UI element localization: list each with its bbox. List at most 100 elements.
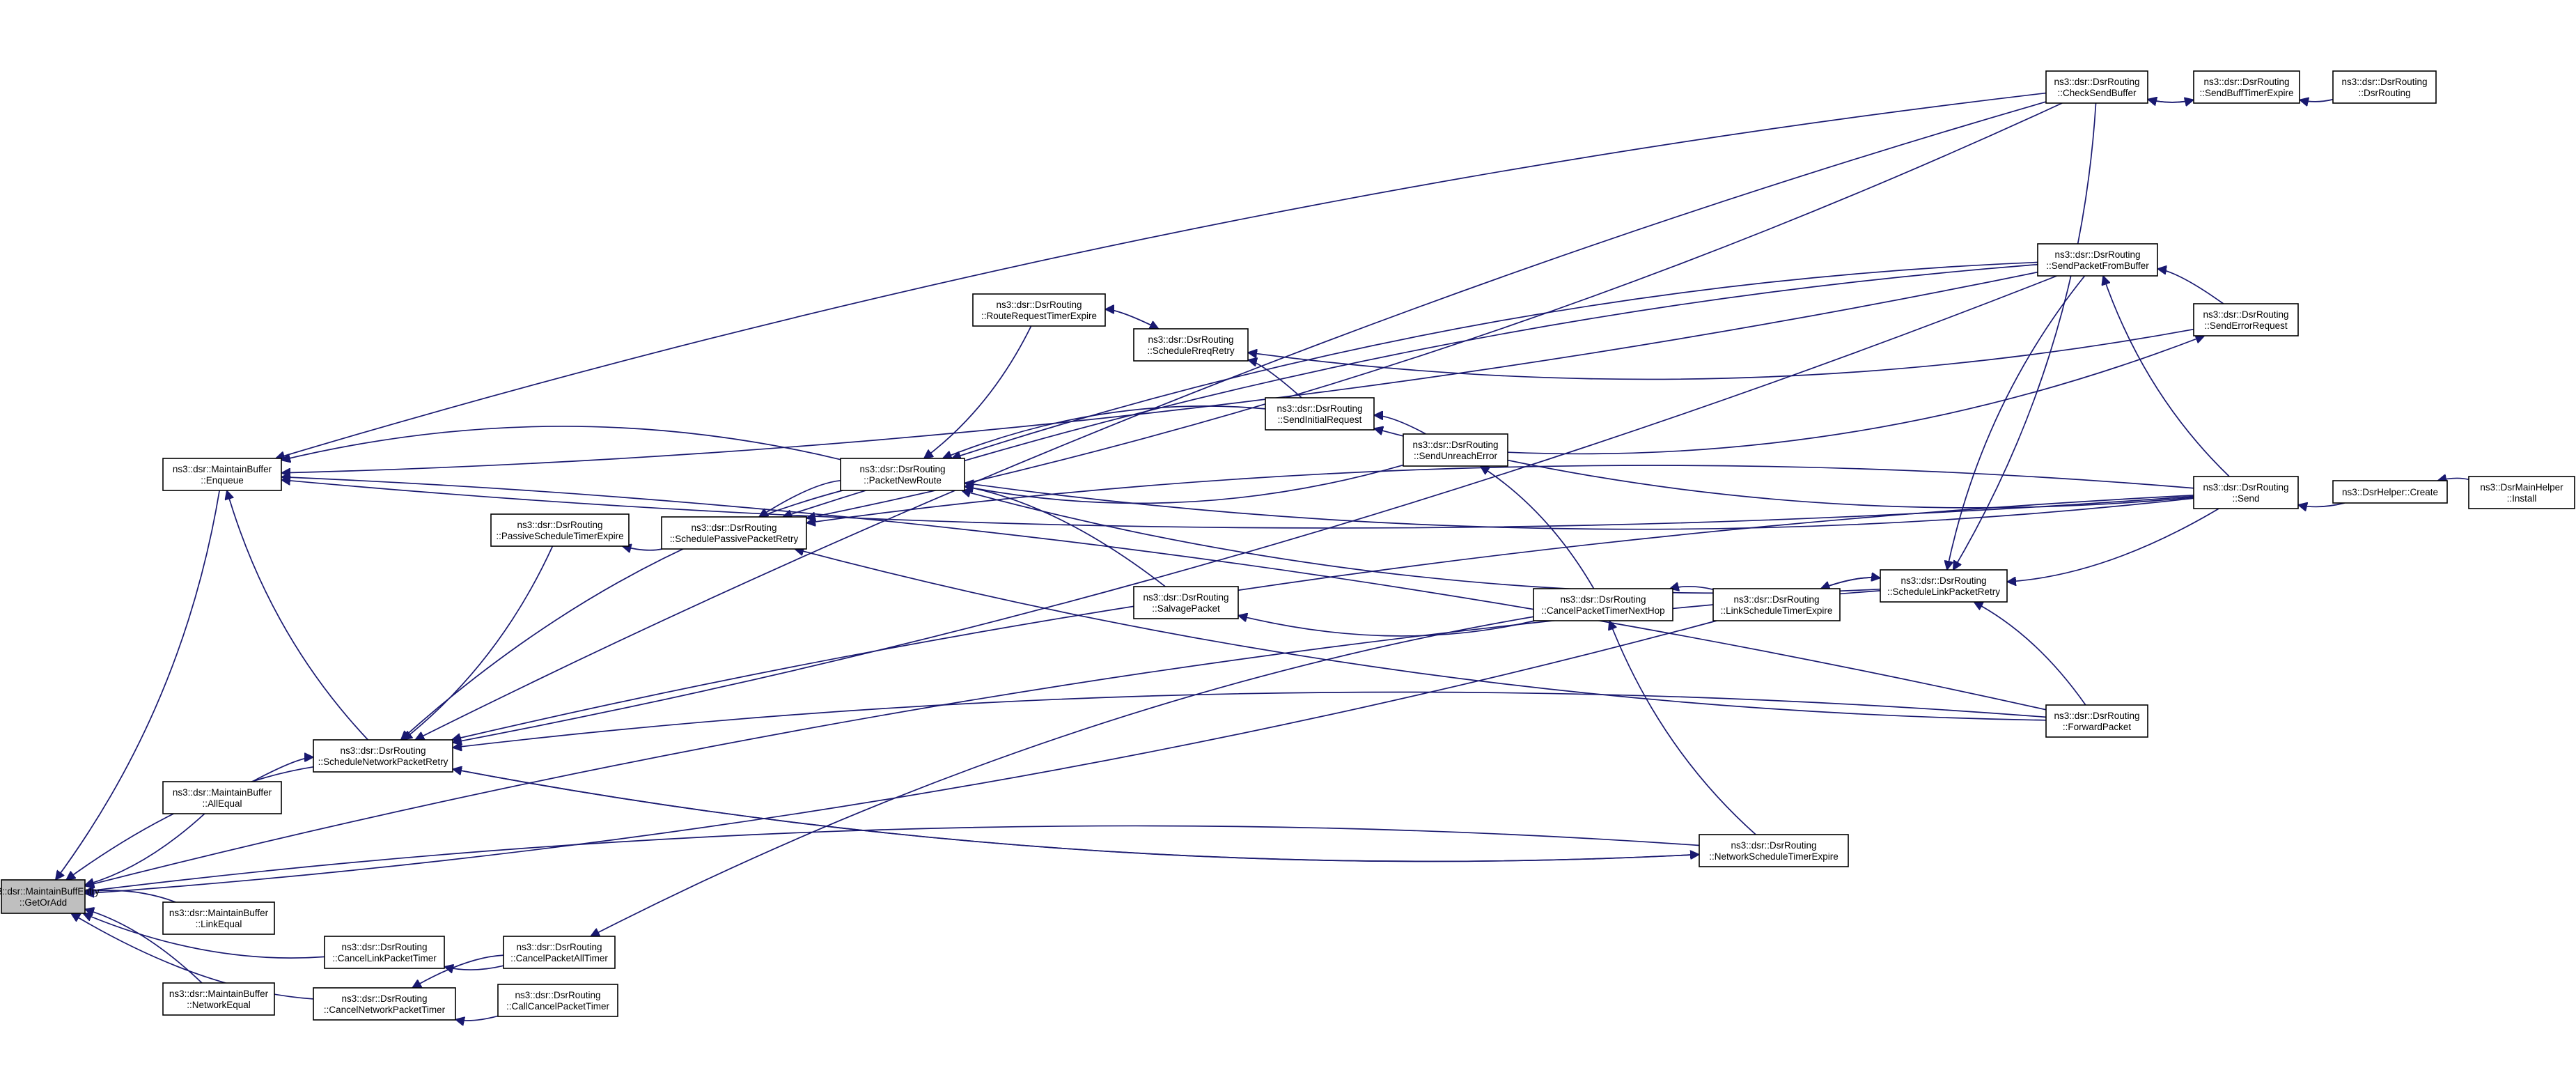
edge-packetnewroute-to-enqueue: [281, 426, 841, 460]
node-label-schedpassive-2: ::SchedulePassivePacketRetry: [670, 534, 799, 544]
node-box-senderror: [2193, 303, 2299, 336]
node-label-cancelnexthop-2: ::CancelPacketTimerNextHop: [1541, 605, 1664, 616]
node-schedpassive[interactable]: ns3::dsr::DsrRouting::SchedulePassivePac…: [661, 516, 807, 550]
node-box-schedpassive: [661, 516, 807, 550]
edge-cancelall-to-cancellink: [444, 966, 504, 970]
node-sendunreach[interactable]: ns3::dsr::DsrRouting::SendUnreachError: [1403, 433, 1508, 467]
node-label-schedpassive-1: ns3::dsr::DsrRouting: [691, 522, 776, 533]
node-label-networkequal-2: ::NetworkEqual: [187, 1000, 251, 1010]
edge-allequal-to-getoradd: [85, 813, 205, 885]
node-label-schedlinkretry-1: ns3::dsr::DsrRouting: [1900, 575, 1986, 586]
node-label-dsrrouting-1: ns3::dsr::DsrRouting: [2341, 77, 2427, 87]
node-allequal[interactable]: ns3::dsr::MaintainBuffer::AllEqual: [162, 781, 282, 814]
node-box-helpercreate: [2332, 480, 2448, 504]
node-cancelnet[interactable]: ns3::dsr::DsrRouting::CancelNetworkPacke…: [313, 987, 456, 1021]
node-label-forward-2: ::ForwardPacket: [2063, 722, 2132, 732]
node-forward[interactable]: ns3::dsr::DsrRouting::ForwardPacket: [2045, 704, 2148, 738]
node-label-enqueue-2: ::Enqueue: [201, 475, 244, 486]
node-box-dsrrouting: [2332, 70, 2437, 104]
node-label-netsched-1: ns3::dsr::DsrRouting: [1731, 840, 1816, 851]
node-box-linkequal: [162, 901, 275, 935]
node-schedlinkretry[interactable]: ns3::dsr::DsrRouting::ScheduleLinkPacket…: [1880, 569, 2008, 603]
node-box-sendbuff: [2193, 70, 2300, 104]
edge-linksched-to-getoradd: [85, 620, 1717, 894]
node-senderror[interactable]: ns3::dsr::DsrRouting::SendErrorRequest: [2193, 303, 2299, 336]
node-label-callcancel-2: ::CallCancelPacketTimer: [506, 1001, 610, 1012]
node-label-sendfrombuffer-2: ::SendPacketFromBuffer: [2046, 261, 2149, 271]
node-label-cancellink-1: ns3::dsr::DsrRouting: [341, 942, 427, 952]
node-sendinitial[interactable]: ns3::dsr::DsrRouting::SendInitialRequest: [1265, 397, 1375, 431]
edge-netsched-to-getoradd: [85, 825, 1700, 891]
edge-linksched-to-schedlinkretry: [1820, 578, 1880, 589]
edge-forward-to-schedpassive: [795, 549, 2047, 721]
edge-salvage-to-packetnewroute: [965, 486, 1166, 587]
node-dsrrouting[interactable]: ns3::dsr::DsrRouting::DsrRouting: [2332, 70, 2437, 104]
node-cancelnexthop[interactable]: ns3::dsr::DsrRouting::CancelPacketTimerN…: [1533, 588, 1673, 621]
node-label-senderror-2: ::SendErrorRequest: [2204, 320, 2288, 331]
node-label-getoradd-2: ::GetOrAdd: [19, 897, 67, 908]
node-cancelall[interactable]: ns3::dsr::DsrRouting::CancelPacketAllTim…: [503, 936, 616, 969]
node-label-cancelall-2: ::CancelPacketAllTimer: [510, 953, 608, 963]
node-cancellink[interactable]: ns3::dsr::DsrRouting::CancelLinkPacketTi…: [324, 936, 445, 969]
node-box-cancelall: [503, 936, 616, 969]
node-netsched[interactable]: ns3::dsr::DsrRouting::NetworkScheduleTim…: [1699, 834, 1849, 867]
node-label-sendbuff-1: ns3::dsr::DsrRouting: [2203, 77, 2289, 87]
node-label-schednetretry-1: ns3::dsr::DsrRouting: [340, 745, 426, 756]
edge-passivesched-to-schednetretry: [403, 545, 554, 740]
edge-sendfrombuffer-to-enqueue: [281, 271, 2038, 473]
node-helpercreate[interactable]: ns3::DsrHelper::Create: [2332, 480, 2448, 504]
node-box-forward: [2045, 704, 2148, 738]
edge-linkequal-to-getoradd: [85, 890, 176, 903]
edge-cancelall-to-cancelnet: [412, 954, 504, 989]
node-linksched[interactable]: ns3::dsr::DsrRouting::LinkScheduleTimerE…: [1712, 588, 1841, 621]
node-box-checksend: [2045, 70, 2148, 104]
edge-checksend-to-schednetretry: [415, 101, 2047, 741]
node-label-sendunreach-1: ns3::dsr::DsrRouting: [1412, 440, 1498, 450]
node-schednetretry[interactable]: ns3::dsr::DsrRouting::ScheduleNetworkPac…: [313, 739, 453, 773]
node-routereqexpire[interactable]: ns3::dsr::DsrRouting::RouteRequestTimerE…: [972, 293, 1106, 327]
edge-routereqexpire-to-packetnewroute: [924, 325, 1032, 458]
node-box-netsched: [1699, 834, 1849, 867]
node-mainhelper[interactable]: ns3::DsrMainHelper::Install: [2468, 476, 2575, 509]
edge-schednetretry-to-enqueue: [227, 490, 368, 741]
node-send[interactable]: ns3::dsr::DsrRouting::Send: [2193, 476, 2299, 509]
node-checksend[interactable]: ns3::dsr::DsrRouting::CheckSendBuffer: [2045, 70, 2148, 104]
node-box-routereqexpire: [972, 293, 1106, 327]
node-passivesched[interactable]: ns3::dsr::DsrRouting::PassiveScheduleTim…: [490, 513, 630, 547]
node-salvage[interactable]: ns3::dsr::DsrRouting::SalvagePacket: [1133, 586, 1239, 619]
node-label-allequal-2: ::AllEqual: [202, 798, 242, 809]
node-label-linkequal-1: ns3::dsr::MaintainBuffer: [169, 908, 269, 918]
edge-cancelnet-to-getoradd: [71, 913, 314, 1000]
node-packetnewroute[interactable]: ns3::dsr::DsrRouting::PacketNewRoute: [840, 458, 965, 491]
edge-schedrreq-to-routereqexpire: [1105, 309, 1160, 330]
node-sendfrombuffer[interactable]: ns3::dsr::DsrRouting::SendPacketFromBuff…: [2037, 243, 2158, 277]
node-label-callcancel-1: ns3::dsr::DsrRouting: [515, 990, 600, 1000]
edge-sendfrombuffer-to-schednetretry: [453, 275, 2057, 743]
node-label-mainhelper-1: ns3::DsrMainHelper: [2480, 482, 2563, 493]
node-label-schednetretry-2: ::ScheduleNetworkPacketRetry: [318, 757, 448, 767]
edge-forward-to-schednetretry: [453, 691, 2047, 748]
node-linkequal[interactable]: ns3::dsr::MaintainBuffer::LinkEqual: [162, 901, 275, 935]
node-callcancel[interactable]: ns3::dsr::DsrRouting::CallCancelPacketTi…: [497, 984, 618, 1017]
node-getoradd[interactable]: ns3::dsr::MaintainBuffEntry::GetOrAdd: [0, 879, 100, 914]
node-label-linkequal-2: ::LinkEqual: [196, 919, 242, 929]
node-sendbuff[interactable]: ns3::dsr::DsrRouting::SendBuffTimerExpir…: [2193, 70, 2300, 104]
node-label-passivesched-1: ns3::dsr::DsrRouting: [517, 520, 602, 530]
edge-layer: [56, 92, 2469, 1021]
edge-checksend-to-schedlinkretry: [1953, 102, 2097, 570]
edge-netsched-to-cancelnexthop: [1609, 621, 1756, 835]
node-label-forward-1: ns3::dsr::DsrRouting: [2054, 711, 2139, 721]
node-networkequal[interactable]: ns3::dsr::MaintainBuffer::NetworkEqual: [162, 982, 275, 1016]
edge-cancelnexthop-to-sendunreach: [1481, 466, 1595, 589]
node-box-schedrreq: [1133, 328, 1249, 362]
node-label-cancelall-1: ns3::dsr::DsrRouting: [516, 942, 602, 952]
node-label-helpercreate-1: ns3::DsrHelper::Create: [2342, 487, 2438, 497]
node-box-salvage: [1133, 586, 1239, 619]
edge-send-to-schednetretry: [452, 495, 2194, 740]
edge-sendinitial-to-packetnewroute: [943, 405, 1266, 458]
node-enqueue[interactable]: ns3::dsr::MaintainBuffer::Enqueue: [162, 458, 282, 491]
node-box-sendfrombuffer: [2037, 243, 2158, 277]
edge-sendunreach-to-senderror: [1507, 336, 2205, 455]
node-schedrreq[interactable]: ns3::dsr::DsrRouting::ScheduleRreqRetry: [1133, 328, 1249, 362]
node-box-allequal: [162, 781, 282, 814]
